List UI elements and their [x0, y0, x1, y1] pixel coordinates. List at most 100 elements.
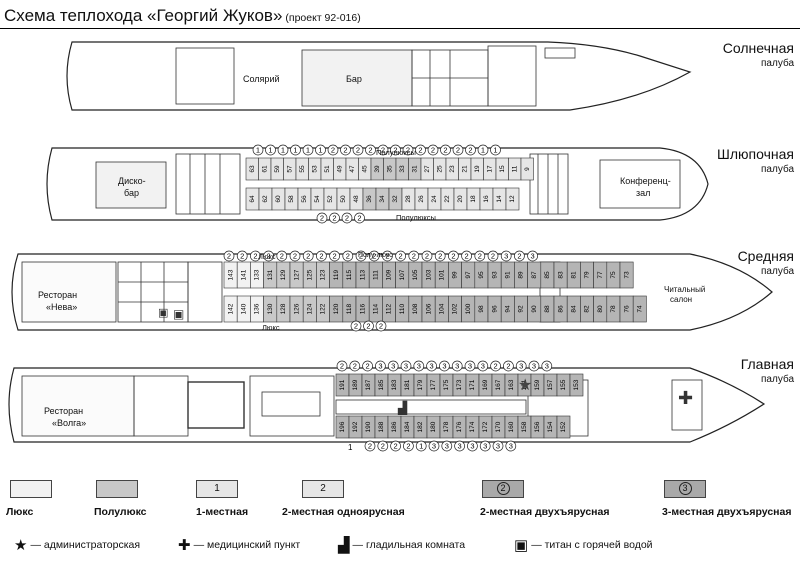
boat-top-mark-17 [465, 144, 476, 156]
mid-top-cabin-number-143: 143 [227, 269, 234, 280]
mid-top-mark-text-4: 2 [280, 251, 284, 260]
mid-bottom-mark-0 [350, 320, 362, 332]
mid-bottom-cabin-number-98: 98 [478, 305, 485, 313]
mid-top-mark-text-3: 2 [267, 251, 271, 260]
neva-label-1: Ресторан [38, 290, 77, 300]
main-bottom-mark-text-1: 2 [381, 441, 385, 450]
star-icon: ★ [14, 537, 28, 554]
mid-bottom-cabin-number-136: 136 [254, 303, 261, 314]
reading-label-1: Читальный [664, 285, 705, 294]
mid-top-cabin-number-99: 99 [452, 271, 459, 279]
mid-bottom-cabin-number-76: 76 [623, 305, 630, 313]
main-top-cabin-number-179: 179 [417, 379, 424, 390]
main-top-mark-15 [528, 360, 540, 372]
main-top-mark-text-5: 3 [404, 361, 408, 370]
main-bottom-cabin-number-180: 180 [430, 421, 437, 432]
main-top-mark-14 [515, 360, 527, 372]
mid-top-mark-9 [342, 250, 354, 262]
boat-top-cabin-number-31: 31 [411, 165, 418, 173]
legend-double-bunk-swatch: 2 [482, 480, 524, 498]
main-top-cabin-number-189: 189 [352, 379, 359, 390]
boat-bottom-mark-3 [354, 212, 365, 224]
boat-deck-name: Шлюпочная [717, 146, 794, 162]
main-top-cabin-number-181: 181 [404, 379, 411, 390]
mid-top-mark-10 [355, 250, 367, 262]
main-top-mark-text-7: 3 [430, 361, 434, 370]
boat-top-cabin-9 [520, 157, 534, 181]
main-top-mark-9 [451, 360, 463, 372]
main-top-cabin-number-175: 175 [443, 379, 450, 390]
main-bottom-cabin-number-186: 186 [391, 421, 398, 432]
legend-semilux-swatch [96, 480, 138, 498]
main-bottom-cabin-number-196: 196 [339, 421, 346, 432]
boat-bottom-cabin-number-24: 24 [431, 195, 438, 203]
main-top-mark-text-10: 3 [468, 361, 472, 370]
mid-top-cabin-number-81: 81 [571, 271, 578, 279]
main-top-mark-12 [490, 360, 501, 372]
room-labels: Солярий Бар Диско- бар Конференц- зал Ре… [38, 74, 705, 428]
mid-bottom-cabin-number-88: 88 [544, 305, 551, 313]
mid-bottom-cabin-number-84: 84 [571, 305, 578, 313]
main-top-mark-10 [464, 360, 476, 372]
mid-top-mark-4 [276, 250, 288, 262]
mid-top-mark-text-8: 2 [333, 251, 337, 260]
mid-top-mark-5 [289, 250, 301, 262]
main-top-cabin-number-167: 167 [495, 379, 502, 390]
boat-top-mark-text-4: 1 [306, 145, 310, 154]
boat-top-mark-3 [290, 144, 301, 156]
mid-semilux-label: Полу-люкс [358, 252, 393, 259]
legend-triple-bunk-swatch: 3 [664, 480, 706, 498]
mid-top-mark-text-5: 2 [293, 251, 297, 260]
mid-top-mark-text-18: 2 [465, 251, 469, 260]
boat-top-cabin-number-59: 59 [274, 165, 281, 173]
mid-top-cabin-number-113: 113 [359, 269, 366, 280]
boat-top-cabin-number-35: 35 [386, 165, 393, 173]
boat-top-cabin-number-39: 39 [374, 165, 381, 173]
mid-top-cabin-number-119: 119 [333, 269, 340, 280]
mid-lux-bottom-label: Люкс [262, 323, 280, 332]
boat-top-cabin-number-19: 19 [474, 165, 481, 173]
main-top-mark-0 [336, 360, 348, 372]
mid-bottom-cabin-74 [632, 295, 647, 323]
symbol-admin: ★— администраторская [14, 536, 140, 554]
mid-bottom-cabin-number-142: 142 [227, 303, 234, 314]
mid-top-cabin-number-93: 93 [491, 271, 498, 279]
boat-bottom-cabin-number-14: 14 [496, 195, 503, 203]
mid-top-mark-text-1: 2 [240, 251, 244, 260]
boat-top-cabin-number-27: 27 [424, 165, 431, 173]
main-bottom-mark-1 [377, 440, 389, 452]
mid-bottom-cabin-number-102: 102 [452, 303, 459, 314]
mid-bottom-mark-1 [363, 320, 374, 332]
boat-top-mark-text-19: 1 [493, 145, 497, 154]
mid-bottom-cabin-number-106: 106 [425, 303, 432, 314]
boat-bottom-cabin-number-48: 48 [353, 195, 360, 203]
boat-top-mark-text-5: 1 [318, 145, 322, 154]
main-bottom-cabin-number-176: 176 [456, 421, 463, 432]
boat-top-cabin-number-11: 11 [511, 165, 518, 172]
boat-top-cabin-number-45: 45 [361, 165, 368, 173]
mid-top-mark-20 [487, 250, 499, 262]
kettle-icon: ▣ [173, 307, 184, 321]
mid-top-cabin-number-73: 73 [623, 271, 630, 279]
mid-top-mark-3 [263, 250, 274, 262]
boat-top-mark-16 [452, 144, 464, 156]
main-bottom-mark-text-6: 3 [445, 441, 449, 450]
boat-bottom-cabin-number-58: 58 [288, 195, 295, 203]
boat-bottom-cabin-number-20: 20 [457, 195, 464, 203]
main-bottom-mark-text-10: 3 [496, 441, 500, 450]
boat-bottom-cabin-number-12: 12 [509, 195, 516, 203]
main-top-mark-text-4: 3 [391, 361, 395, 370]
disco-label-2: бар [124, 188, 139, 198]
boat-top-mark-text-12: 2 [406, 145, 410, 154]
legend-double-bunk-mark: 2 [496, 482, 510, 495]
sun-deck-interior [175, 45, 576, 107]
main-top-mark-6 [413, 360, 425, 372]
mid-top-mark-text-23: 3 [531, 251, 535, 260]
main-bottom-cabin-number-184: 184 [404, 421, 411, 432]
boat-top-mark-0 [252, 144, 264, 156]
boat-semilux-bottom-label: Полулюксы [396, 213, 436, 222]
